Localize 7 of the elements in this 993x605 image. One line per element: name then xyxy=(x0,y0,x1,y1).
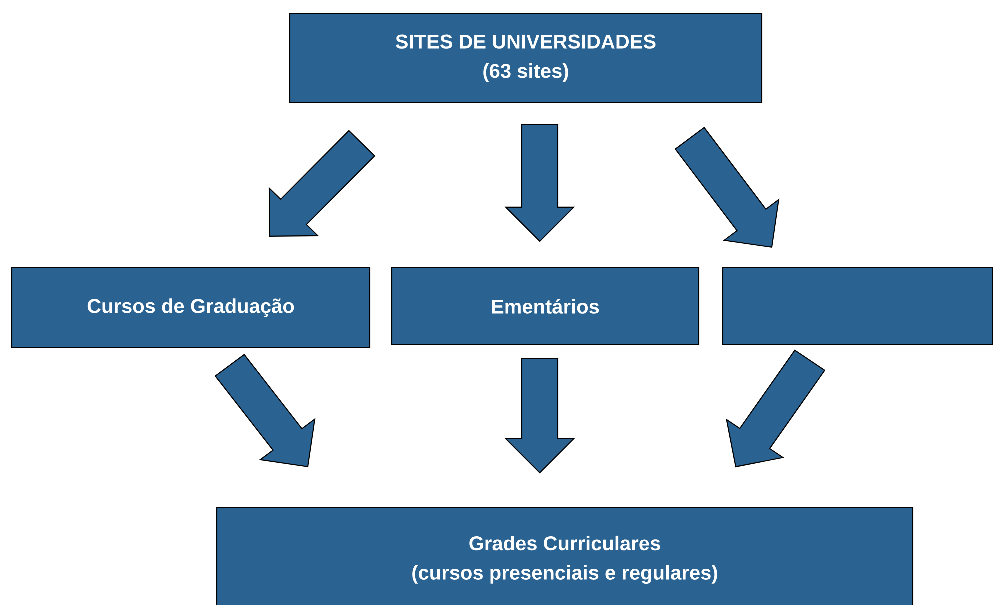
empty-box xyxy=(722,267,993,346)
process-box: Cursos de Graduação xyxy=(11,267,371,349)
block-arrow xyxy=(504,124,576,242)
process-box: SITES DE UNIVERSIDADES (63 sites) xyxy=(289,13,763,104)
process-box: Ementários xyxy=(391,267,700,346)
process-box: Grades Curriculares (cursos presenciais e regulares) xyxy=(216,506,914,605)
block-arrow xyxy=(504,358,576,474)
